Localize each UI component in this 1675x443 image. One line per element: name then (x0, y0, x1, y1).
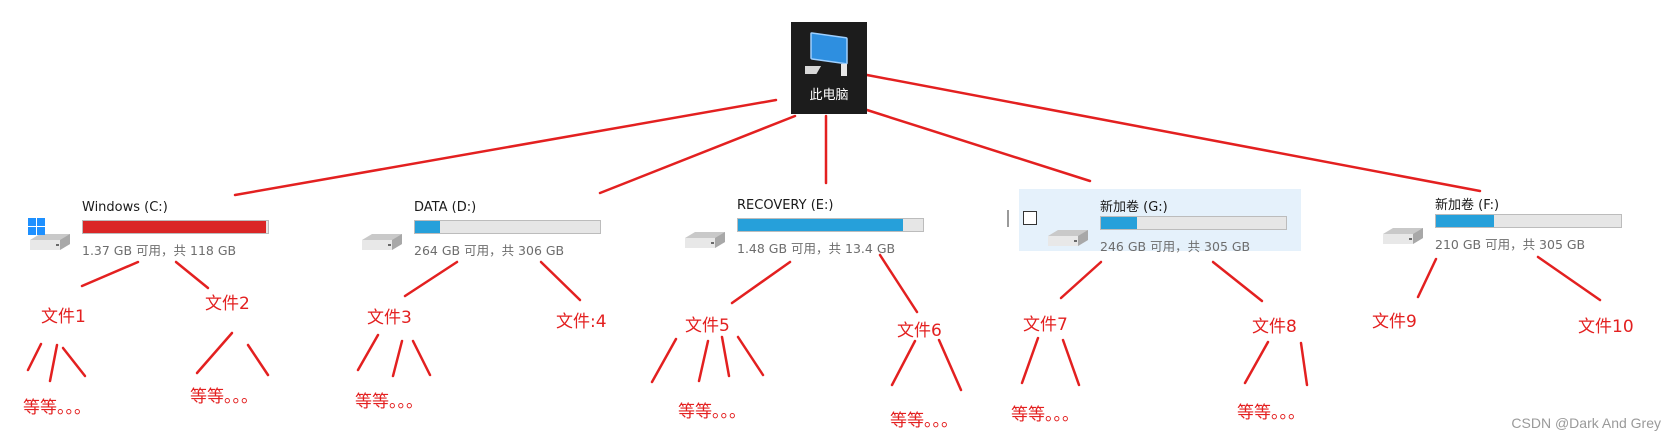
root-to-drive-lines (233, 73, 1482, 197)
drive-usage-fill (738, 219, 903, 231)
drive-space-info: 210 GB 可用，共 305 GB (1435, 237, 1586, 252)
file-label-7: 文件7 (1023, 315, 1068, 335)
drive-usage-bar (737, 218, 924, 232)
hard-drive-icon (362, 234, 402, 250)
file-label-8: 文件8 (1252, 317, 1297, 337)
drive-usage-bar (82, 220, 269, 234)
drive-name: DATA (D:) (414, 200, 477, 215)
drive-usage-bar (414, 220, 601, 234)
file-label-10: 文件10 (1578, 317, 1634, 337)
drive-usage-fill (1436, 215, 1494, 227)
drive-name: RECOVERY (E:) (737, 198, 834, 213)
drive-e[interactable]: RECOVERY (E:) 1.48 GB 可用，共 13.4 GB (681, 198, 941, 258)
more-label-2: 等等。。。 (190, 387, 258, 407)
watermark: CSDN @Dark And Grey (1511, 415, 1661, 431)
drive-c[interactable]: Windows (C:) 1.37 GB 可用，共 118 GB (26, 200, 286, 260)
more-label-5: 等等。。。 (678, 402, 746, 422)
more-label-8: 等等。。。 (1237, 403, 1305, 423)
this-pc-label: 此电脑 (809, 88, 849, 103)
hard-drive-icon (685, 232, 725, 248)
drive-space-info: 246 GB 可用，共 305 GB (1100, 239, 1251, 254)
drive-usage-fill (415, 221, 441, 233)
drive-name: 新加卷 (G:) (1100, 200, 1168, 215)
file-label-6: 文件6 (897, 321, 942, 341)
drive-d[interactable]: DATA (D:) 264 GB 可用，共 306 GB (358, 200, 618, 260)
hard-drive-icon (1383, 228, 1423, 244)
file-label-3: 文件3 (367, 308, 412, 328)
more-label-6: 等等。。。 (890, 411, 958, 431)
monitor-icon (805, 32, 848, 76)
more-label-7: 等等。。。 (1011, 405, 1079, 425)
more-label-3: 等等。。。 (355, 392, 423, 412)
file-label-2: 文件2 (205, 294, 250, 314)
drive-f[interactable]: 新加卷 (F:) 210 GB 可用，共 305 GB (1379, 194, 1622, 254)
file-label-9: 文件9 (1372, 312, 1417, 332)
drive-usage-bar (1100, 216, 1287, 230)
more-label-1: 等等。。。 (23, 398, 91, 418)
drive-usage-fill (1101, 217, 1137, 229)
drive-name: Windows (C:) (82, 200, 168, 215)
drive-usage-fill (83, 221, 266, 233)
column-divider (1007, 210, 1009, 227)
drive-usage-bar (1435, 214, 1622, 228)
file-to-more-lines (26, 331, 1309, 392)
this-pc-node[interactable]: 此电脑 (791, 22, 867, 114)
drive-space-info: 1.48 GB 可用，共 13.4 GB (737, 241, 896, 256)
hard-drive-icon (1048, 230, 1088, 246)
drive-g[interactable]: 新加卷 (G:) 246 GB 可用，共 305 GB (1044, 196, 1304, 256)
drive-space-info: 264 GB 可用，共 306 GB (414, 243, 565, 258)
file-label-1: 文件1 (41, 307, 86, 327)
select-checkbox[interactable] (1023, 211, 1037, 225)
windows-drive-icon (28, 218, 70, 250)
drive-name: 新加卷 (F:) (1435, 198, 1500, 213)
file-label-5: 文件5 (685, 316, 730, 336)
file-label-4: 文件:4 (556, 312, 607, 332)
drive-space-info: 1.37 GB 可用，共 118 GB (82, 243, 237, 258)
drive-to-file-lines (80, 253, 1602, 314)
